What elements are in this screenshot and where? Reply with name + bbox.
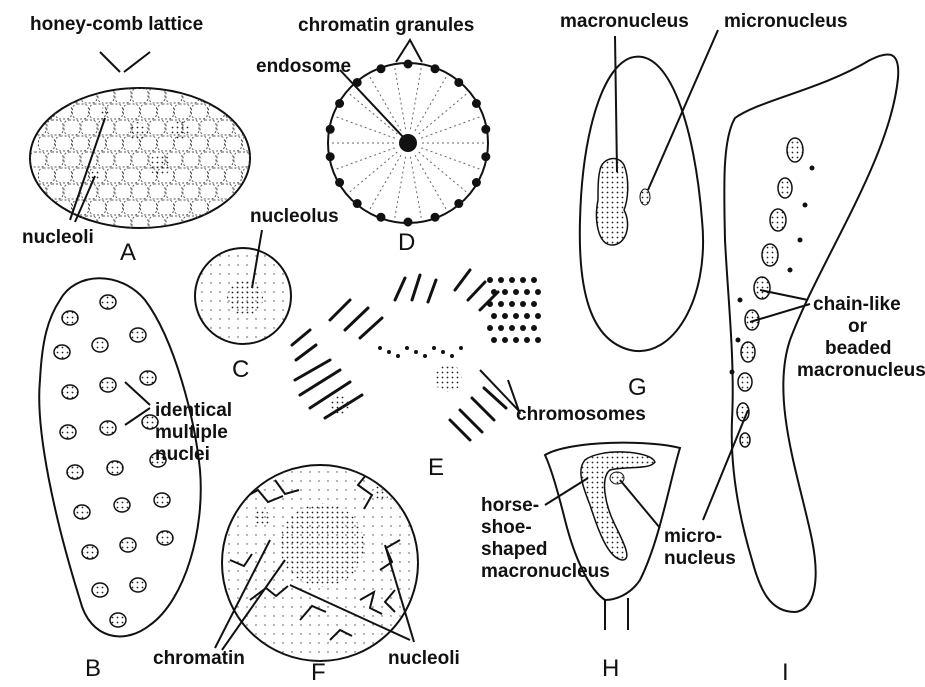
label-shaped: shaped: [481, 539, 548, 560]
label-identical: identical: [155, 400, 232, 421]
macronucleus-g: [597, 159, 628, 245]
panel-letter-i: I: [782, 659, 789, 686]
label-chain-like: chain-like: [813, 294, 901, 315]
label-nucleoli-f: nucleoli: [388, 648, 460, 669]
panel-h: horse- shoe- shaped macronucleus micro- …: [481, 443, 736, 682]
label-chromatin-granules: chromatin granules: [298, 15, 474, 36]
label-nucleolus: nucleolus: [250, 206, 339, 227]
label-multiple: multiple: [155, 422, 228, 443]
label-horseshoe-macronucleus: macronucleus: [481, 561, 610, 582]
label-or: or: [848, 316, 868, 337]
panel-letter-h: H: [602, 655, 619, 682]
panel-letter-f: F: [311, 659, 326, 686]
panel-i: chain-like or beaded macronucleus I: [703, 54, 925, 686]
label-nuclei: nuclei: [155, 444, 210, 465]
cell-outline-i: [724, 54, 898, 612]
panel-letter-d: D: [398, 229, 415, 256]
panel-letter-b: B: [85, 655, 101, 682]
label-micro: micro-: [664, 526, 722, 547]
label-macronucleus: macronucleus: [560, 11, 689, 32]
label-micronucleus: micronucleus: [724, 11, 848, 32]
label-nucleoli-a: nucleoli: [22, 227, 94, 248]
panel-letter-a: A: [120, 239, 136, 266]
label-micro-nucleus: nucleus: [664, 548, 736, 569]
horseshoe-macronucleus: [581, 452, 655, 560]
label-horse: horse-: [481, 495, 539, 516]
panel-e: chromosomes E: [292, 270, 646, 481]
nucleolus-c: [227, 280, 263, 316]
panel-c: nucleolus C: [195, 206, 339, 383]
panel-a: honey-comb lattice nucleoli A: [22, 14, 276, 266]
panel-b: identical multiple nuclei B: [39, 278, 232, 682]
label-beaded-macronucleus: macronucleus: [797, 360, 925, 381]
label-shoe: shoe-: [481, 517, 532, 538]
nucleolus-f: [280, 503, 364, 587]
label-honeycomb-lattice: honey-comb lattice: [30, 14, 203, 35]
micronucleus-g: [640, 189, 650, 205]
label-chromatin: chromatin: [153, 648, 245, 669]
panel-letter-c: C: [232, 356, 249, 383]
label-endosome: endosome: [256, 56, 351, 77]
panel-letter-e: E: [428, 454, 444, 481]
panel-f: chromatin nucleoli F: [153, 465, 460, 686]
label-beaded: beaded: [825, 338, 892, 359]
label-chromosomes: chromosomes: [516, 404, 646, 425]
panel-letter-g: G: [628, 374, 647, 401]
